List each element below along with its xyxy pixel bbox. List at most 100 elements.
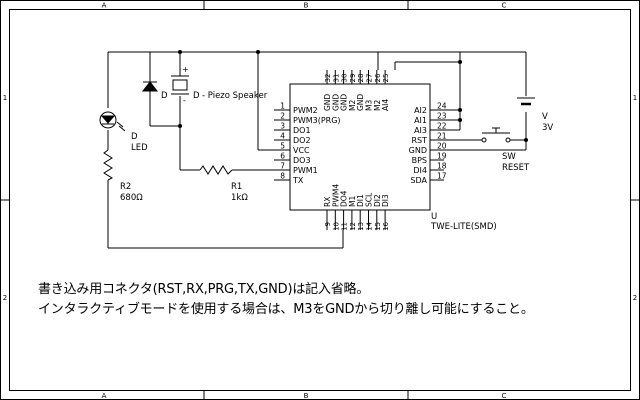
ic-pin-number: 20 [437,142,447,151]
ic-pin-number: 30 [341,74,349,83]
r2-symbol [103,149,114,181]
ic-pin-number: 27 [366,74,374,83]
ic-pin-number: 10 [332,222,340,231]
ic-pin-name: M1 [348,196,357,207]
ic-pin-number: 19 [437,152,447,161]
ic-pin-name: SDA [410,176,427,185]
row-label-left-2: 2 [3,294,7,302]
ic-pin-name: RX [323,197,332,207]
ic-pin-name: PWM1 [293,166,318,175]
ic-pin-name: DI2 [373,194,382,207]
ic-pin-number: 28 [357,74,365,83]
battery-designator: V [542,112,548,122]
ic-pin-number: 2 [280,112,285,121]
ic-pin-number: 7 [280,162,285,171]
ic-pin-name: PWM4 [331,184,340,207]
note-line-2: インタラクティブモードを使用する場合は、M3をGNDから切り離し可能にすること。 [38,302,534,317]
ic-pin-number: 22 [437,122,447,131]
ic-pin-number: 18 [437,162,447,171]
battery-symbol [517,97,535,106]
ic-pin-name: AI4 [381,99,390,111]
speaker-designator: D [193,91,200,101]
ic-pin-name: DO4 [340,190,349,207]
r1-value: 1kΩ [231,193,248,203]
ic-pin-number: 13 [357,222,365,231]
ic-pin-name: TX [292,176,304,185]
col-label-bottom-b: B [304,392,309,400]
resistor-r2: R2 680Ω [103,149,143,203]
resistor-r1: R1 1kΩ [199,165,248,203]
switch-value: RESET [502,163,530,173]
col-label-top-b: B [304,2,309,10]
r2-value: 680Ω [120,193,143,203]
ic-pin-number: 1 [280,102,285,111]
diode: D [141,81,168,101]
piezo-speaker: + - D - Piezo Speaker [171,65,268,105]
junctions [178,50,528,142]
ic-designator: U [431,212,437,222]
ic-pin-number: 16 [382,221,390,230]
battery-value: 3V [542,123,553,133]
led-symbol [99,111,126,132]
ic-pin-name: SCL [365,192,374,207]
ic-pin-name: GND [340,94,349,111]
diode-designator: D [161,91,168,101]
ic-pin-name: GND [323,94,332,111]
ic-pin-name: M2 [348,100,357,111]
ic-pin-name: AI2 [414,106,427,115]
led-designator: D [131,132,138,142]
ic-pin-name: AI1 [414,116,427,125]
reset-switch: SW RESET [481,127,530,173]
ic-pin-number: 26 [374,73,382,82]
led: D LED [99,111,148,153]
ic-pin-number: 15 [374,222,382,231]
ic-pin-number: 21 [437,132,447,141]
ic-pin-name: GND [356,94,365,111]
ic-pin-name: BPS [412,156,427,165]
col-label-top-c: C [502,2,507,10]
ic-pin-name: DI4 [413,166,427,175]
ic-pin-name: DO1 [293,126,311,135]
ic-pin-number: 3 [280,122,285,131]
ic-pin-name: VCC [293,146,310,155]
ic-pin-name: AI3 [414,126,427,135]
ic-pin-name: RST [411,136,427,145]
ic-pin-number: 32 [324,74,332,83]
ic-pin-number: 25 [382,74,390,83]
ic-pin-number: 24 [437,102,447,111]
ic-pin-name: DI3 [381,194,390,207]
speaker-value: - Piezo Speaker [202,91,268,101]
col-label-top-a: A [102,2,107,10]
row-label-right-1: 1 [633,94,637,102]
led-value: LED [131,143,148,153]
ic-pin-name: GND [409,146,427,155]
ic-pin-name: DO3 [293,156,311,165]
ic-pin-number: 9 [324,222,332,226]
ic-pin-number: 23 [437,112,447,121]
ic-pin-number: 8 [280,172,285,181]
battery: V 3V [517,97,553,133]
row-label-right-2: 2 [633,294,637,302]
speaker-minus: - [183,96,186,105]
r1-symbol [199,165,233,175]
frame-labels: A B C A B C 1 2 1 2 [3,2,637,400]
ic-pin-name: DO2 [293,136,311,145]
ic-pin-number: 14 [366,221,374,230]
ic-pin-number: 5 [280,142,285,151]
ic-pin-number: 4 [280,132,285,141]
ic-pin-number: 11 [341,222,349,231]
switch-designator: SW [502,152,516,162]
ic-pin-name: M3 [365,100,374,111]
ic-pin-number: 17 [437,172,447,181]
ic-pin-number: 6 [280,152,285,161]
row-label-left-1: 1 [3,94,7,102]
ic-pin-name: M2 [373,100,382,111]
r2-designator: R2 [120,182,131,192]
note-line-1: 書き込み用コネクタ(RST,RX,PRG,TX,GND)は記入省略。 [38,282,370,297]
ic-pin-name: DI1 [356,194,365,207]
r1-designator: R1 [231,182,242,192]
